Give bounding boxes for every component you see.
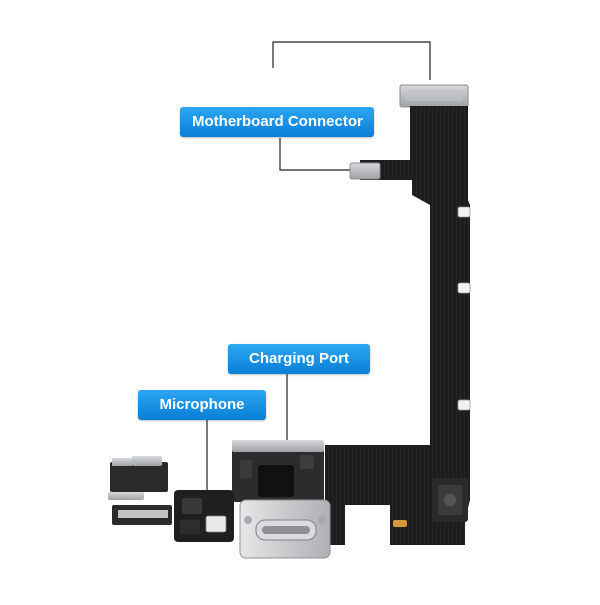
charging-port-label: Charging Port <box>228 344 370 374</box>
left-bracket <box>108 456 172 525</box>
motherboard-leader-line <box>272 41 431 171</box>
flex-cable-top <box>360 106 470 450</box>
microphone-module <box>174 490 234 542</box>
microphone-label: Microphone <box>138 390 266 420</box>
contact-pad <box>393 520 407 527</box>
right-module <box>432 478 468 522</box>
motherboard-connector-label: Motherboard Connector <box>180 107 374 137</box>
charging-port-assembly <box>232 440 331 559</box>
secondary-connector-tab <box>349 162 381 180</box>
cable-clips <box>457 206 471 411</box>
